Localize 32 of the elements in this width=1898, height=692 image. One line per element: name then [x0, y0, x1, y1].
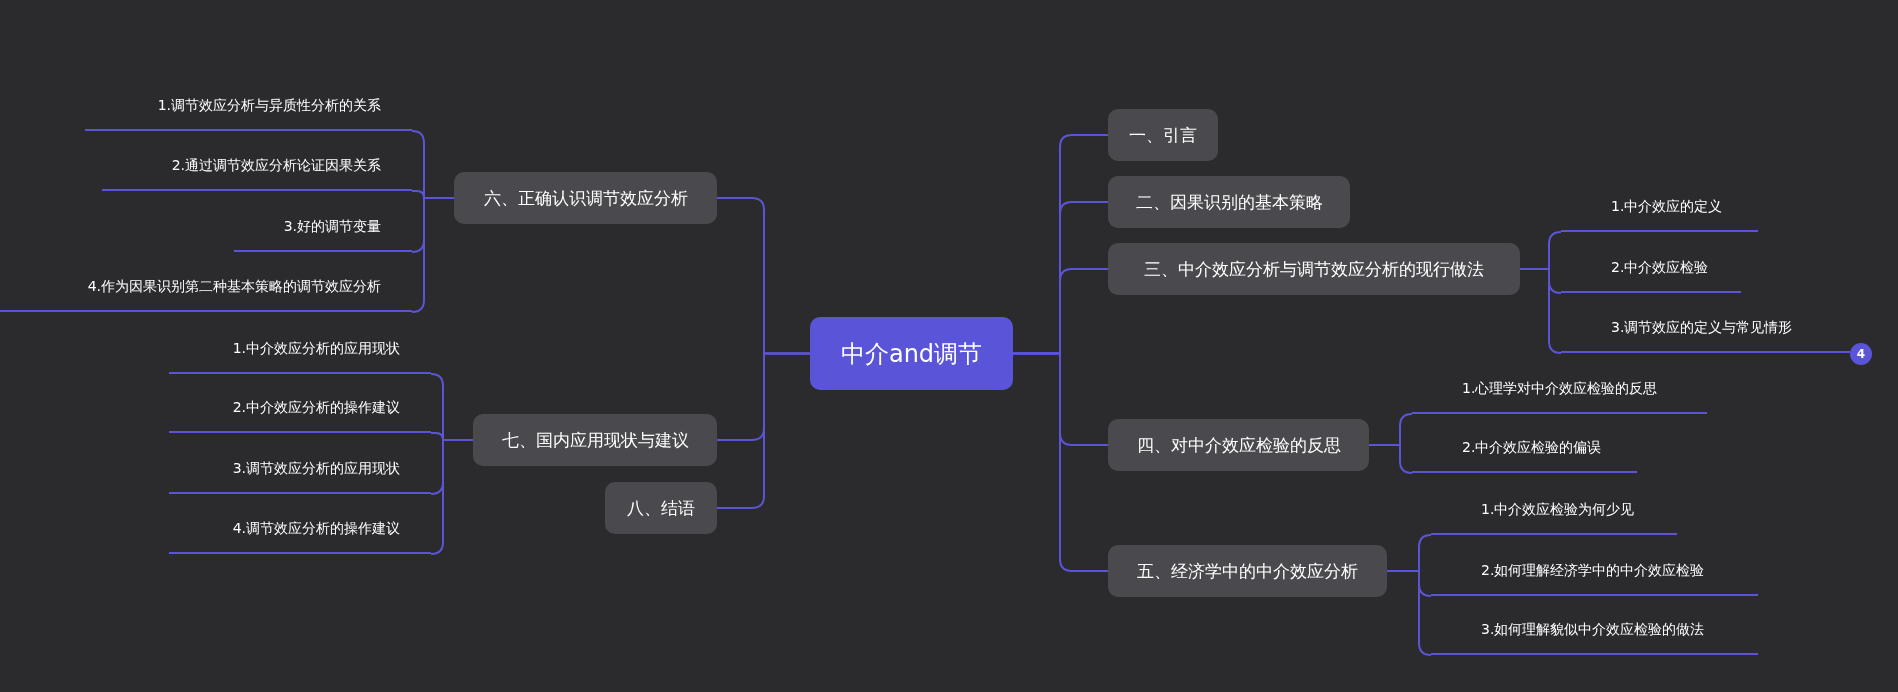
topic-box: 一、引言: [1108, 109, 1218, 161]
subtopic: 2.如何理解经济学中的中介效应检验: [1431, 552, 1758, 596]
count-badge: 4: [1850, 343, 1872, 365]
subtopic: 2.中介效应检验: [1561, 249, 1741, 293]
topic-box: 八、结语: [605, 482, 717, 534]
connector-line: [1012, 352, 1109, 572]
central-topic: 中介and调节: [810, 317, 1013, 390]
subtopic: 2.中介效应分析的操作建议: [169, 389, 431, 433]
subtopic: 3.调节效应分析的应用现状: [169, 450, 431, 494]
subtopic: 1.中介效应分析的应用现状: [169, 330, 431, 374]
topic-box: 六、正确认识调节效应分析: [454, 172, 717, 224]
subtopic: 3.调节效应的定义与常见情形: [1561, 309, 1850, 353]
topic-box: 三、中介效应分析与调节效应分析的现行做法: [1108, 243, 1520, 295]
subtopic: 4.调节效应分析的操作建议: [169, 510, 431, 554]
subtopic: 2.通过调节效应分析论证因果关系: [102, 147, 412, 191]
topic-box: 二、因果识别的基本策略: [1108, 176, 1350, 228]
subtopic: 4.作为因果识别第二种基本策略的调节效应分析: [0, 268, 412, 312]
subtopic: 1.心理学对中介效应检验的反思: [1412, 370, 1707, 414]
subtopic: 3.如何理解貌似中介效应检验的做法: [1431, 611, 1758, 655]
topic-box: 四、对中介效应检验的反思: [1108, 419, 1369, 471]
topic-box: 七、国内应用现状与建议: [473, 414, 717, 466]
connector-line: [1386, 570, 1432, 656]
connector-line: [716, 352, 811, 509]
subtopic: 2.中介效应检验的偏误: [1412, 429, 1637, 473]
connector-line: [1519, 268, 1562, 354]
connector-line: [411, 197, 455, 313]
connector-line: [430, 439, 474, 555]
subtopic: 1.中介效应的定义: [1561, 188, 1758, 232]
subtopic: 1.中介效应检验为何少见: [1431, 491, 1677, 535]
topic-box: 五、经济学中的中介效应分析: [1108, 545, 1387, 597]
subtopic: 3.好的调节变量: [234, 208, 412, 252]
subtopic: 1.调节效应分析与异质性分析的关系: [85, 87, 412, 131]
